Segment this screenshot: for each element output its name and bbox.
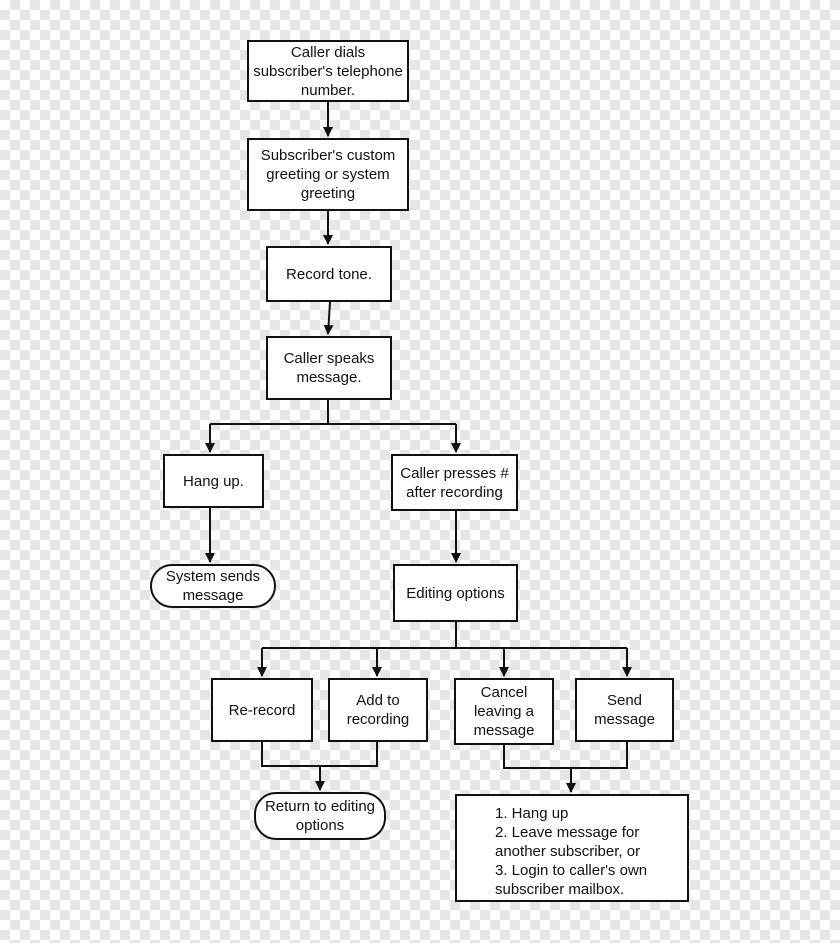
node-caller-presses: Caller presses # after recording: [391, 454, 518, 511]
node-record-tone: Record tone.: [266, 246, 392, 302]
merge-rerecord-add: [261, 742, 378, 790]
node-send-message: Send message: [575, 678, 674, 742]
arrow-tone-to-speaks: [323, 301, 334, 335]
branch-speaks: [210, 400, 456, 425]
node-cancel: Cancel leaving a message: [454, 678, 554, 745]
node-return-to-editing: Return to editing options: [254, 792, 386, 840]
branch-editing: [262, 622, 627, 649]
node-caller-speaks: Caller speaks message.: [266, 336, 392, 400]
node-add-to-recording: Add to recording: [328, 678, 428, 742]
node-caller-dials: Caller dials subscriber's telephone numb…: [247, 40, 409, 102]
node-re-record: Re-record: [211, 678, 313, 742]
merge-cancel-send: [503, 742, 628, 792]
node-editing-options: Editing options: [393, 564, 518, 622]
node-system-sends: System sends message: [150, 564, 276, 608]
node-greeting: Subscriber's custom greeting or system g…: [247, 138, 409, 211]
node-hang-up: Hang up.: [163, 454, 264, 508]
node-final-options: 1. Hang up 2. Leave message for another …: [455, 794, 689, 902]
